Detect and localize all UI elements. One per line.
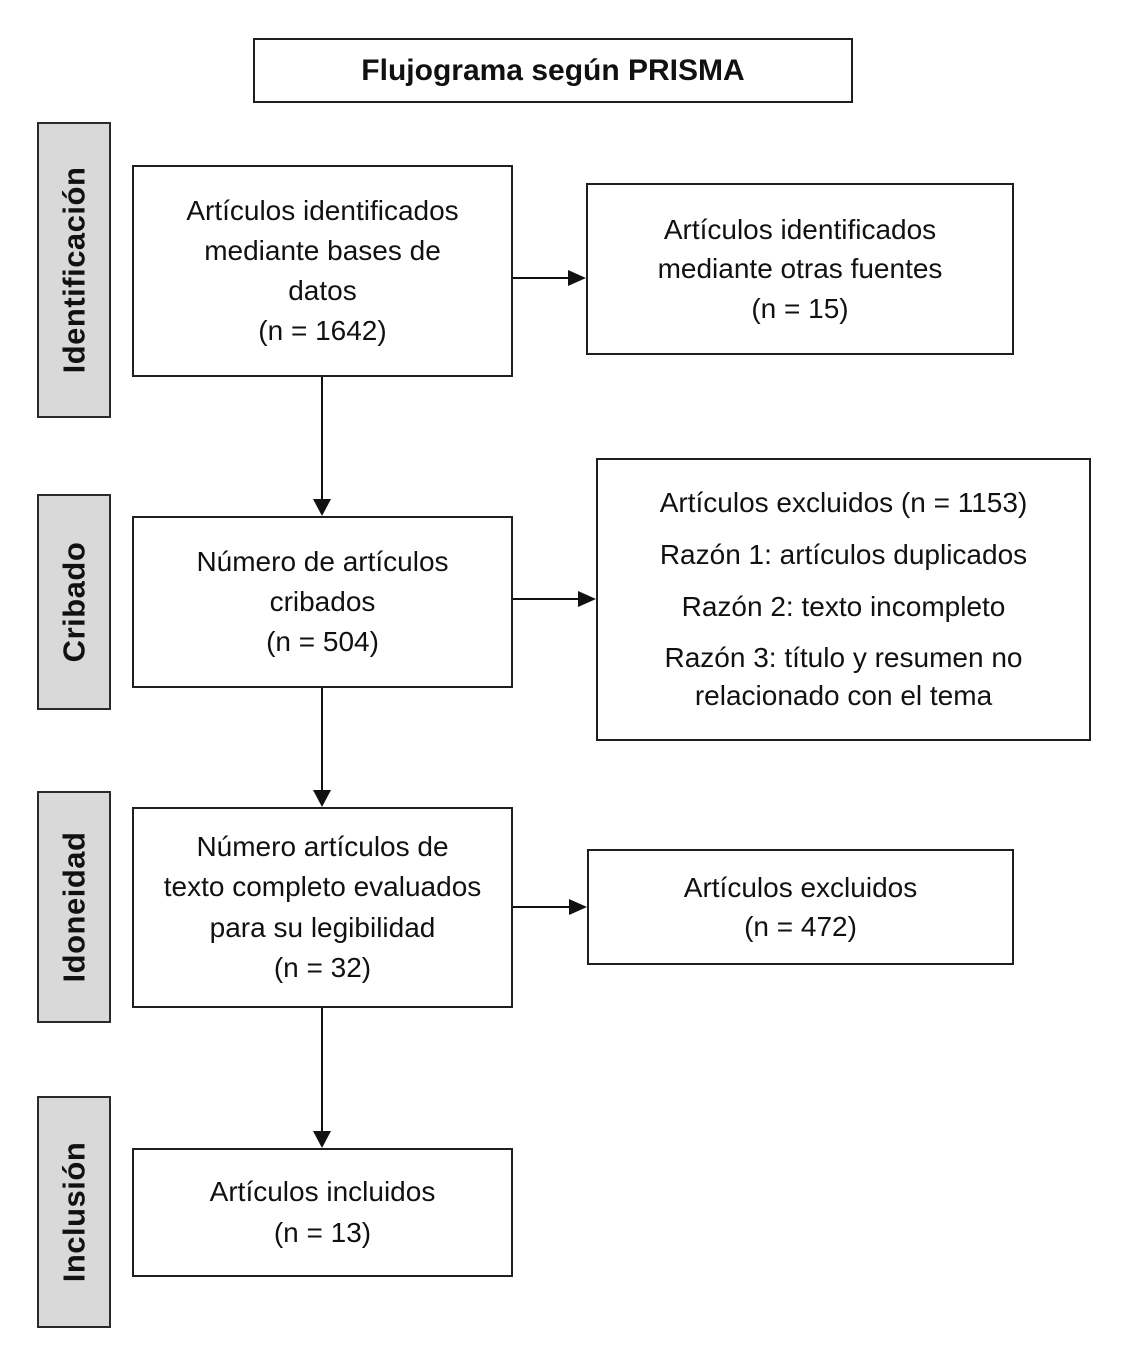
excluded-reason-1: Razón 1: artículos duplicados: [659, 538, 1028, 570]
arrow-line: [320, 688, 324, 791]
arrow-head-down-icon: [313, 1131, 331, 1148]
stage-label-text: Identificación: [56, 166, 91, 374]
flow-box-fulltext-assessed: Número artículos de texto completo evalu…: [132, 807, 513, 1008]
stage-label-text: Inclusión: [56, 1141, 92, 1283]
arrow-line: [513, 597, 578, 601]
stage-label-identificacion: Identificación: [37, 122, 111, 418]
arrow-line: [320, 377, 324, 500]
arrow-head-right-icon: [578, 590, 596, 607]
stage-label-text: Cribado: [56, 541, 91, 663]
arrow-head-down-icon: [313, 499, 331, 516]
arrow-head-right-icon: [568, 269, 586, 286]
flow-box-included: Artículos incluidos (n = 13): [132, 1148, 513, 1277]
side-box-excluded-screening: Artículos excluidos (n = 1153) Razón 1: …: [596, 458, 1091, 741]
excluded-reason-3: Razón 3: título y resumen no relacionado…: [664, 642, 1023, 712]
arrow-head-right-icon: [569, 898, 587, 915]
side-box-excluded-eligibility: Artículos excluidos (n = 472): [587, 849, 1014, 965]
excluded-screening-title: Artículos excluidos (n = 1153): [659, 487, 1028, 518]
arrow-line: [320, 1008, 324, 1132]
stage-label-text: Idoneidad: [56, 831, 92, 983]
stage-label-inclusion: Inclusión: [37, 1096, 111, 1328]
stage-label-cribado: Cribado: [37, 494, 111, 710]
excluded-reason-2: Razón 2: texto incompleto: [681, 590, 1006, 622]
arrow-head-down-icon: [313, 790, 331, 807]
flow-box-identified: Artículos identificados mediante bases d…: [132, 165, 513, 377]
arrow-line: [513, 905, 569, 909]
stage-label-idoneidad: Idoneidad: [37, 791, 111, 1023]
diagram-title-box: Flujograma según PRISMA: [253, 38, 853, 103]
arrow-line: [513, 276, 568, 280]
diagram-title: Flujograma según PRISMA: [361, 53, 745, 87]
flow-box-screened: Número de artículos cribados (n = 504): [132, 516, 513, 688]
side-box-other-sources: Artículos identificados mediante otras f…: [586, 183, 1014, 355]
